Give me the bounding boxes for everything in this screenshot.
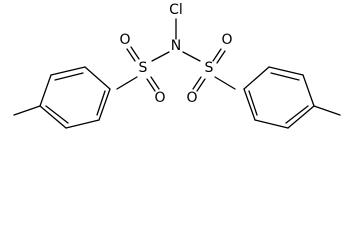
bond-s-o-lower-left-2 [150, 76, 160, 90]
bond-s-ring-left [116, 76, 138, 90]
atom-s-right: S [205, 60, 214, 76]
bond-s-o-upper-left [130, 46, 140, 60]
bond-s-o-upper-left-2 [126, 48, 136, 62]
atom-s-left: S [139, 60, 148, 76]
bonds [13, 18, 341, 129]
bond-s-o-lower-left [146, 78, 156, 92]
atom-n: N [171, 38, 181, 54]
bond-n-s-left [151, 51, 170, 62]
chemical-structure: Cl N S S O O O O [13, 2, 341, 129]
bond-methyl-left [13, 105, 41, 116]
atom-o-upper-right: O [221, 32, 232, 48]
atom-o-lower-left: O [154, 90, 165, 106]
atom-cl: Cl [169, 2, 183, 18]
bond-s-o-lower-right-2 [196, 78, 206, 92]
right-benzene-ring [243, 66, 315, 129]
atom-labels: Cl N S S O O O O [119, 2, 232, 106]
bond-methyl-right [313, 105, 341, 116]
atom-o-lower-right: O [186, 90, 197, 106]
bond-n-s-right [182, 51, 201, 62]
atom-o-upper-left: O [119, 32, 130, 48]
bond-s-ring-right [214, 76, 236, 90]
bond-s-o-upper-right [212, 48, 222, 62]
bond-s-o-lower-right [192, 76, 202, 90]
left-benzene-ring [39, 66, 111, 129]
bond-s-o-upper-right-2 [216, 50, 226, 64]
